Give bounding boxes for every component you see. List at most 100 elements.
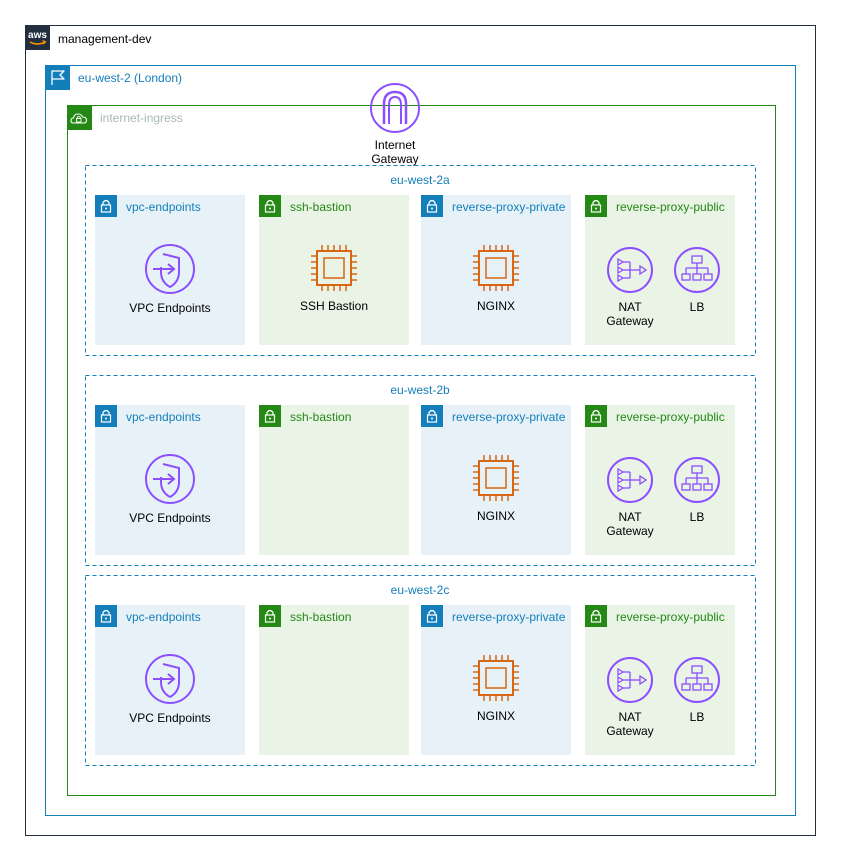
az-border: [85, 375, 756, 566]
padlock-icon: [95, 195, 117, 217]
endpoint-shield: [160, 463, 180, 499]
padlock-icon: [259, 405, 281, 427]
subnet-ssh-bastion: ssh-bastion: [259, 405, 409, 555]
padlock-icon: [421, 605, 443, 627]
endpoint-arrow-head: [167, 673, 176, 685]
padlock-bg: [95, 405, 117, 427]
padlock-bg: [259, 605, 281, 627]
subnet-label: reverse-proxy-public: [616, 610, 725, 624]
vpc-label: internet-ingress: [100, 111, 183, 125]
padlock-bg: [585, 405, 607, 427]
subnet-label: vpc-endpoints: [126, 410, 201, 424]
flag-icon: [45, 65, 70, 90]
subnet-label: ssh-bastion: [290, 410, 351, 424]
padlock-body: [590, 414, 602, 423]
padlock-icon: [421, 405, 443, 427]
padlock-icon: [585, 195, 607, 217]
padlock-body: [264, 614, 276, 623]
padlock-icon: [95, 405, 117, 427]
lb-child-node: [681, 483, 691, 491]
account-group: aws management-dev: [25, 25, 816, 836]
endpoint-ring: [145, 454, 195, 504]
nat-ring: [607, 657, 653, 703]
load-balancer-icon: [674, 657, 720, 703]
padlock-icon: [585, 605, 607, 627]
padlock-keyhole: [431, 417, 433, 420]
endpoint-arrow-head: [167, 473, 176, 485]
padlock-icon: [585, 405, 607, 427]
padlock-keyhole: [269, 207, 271, 210]
nat-gateway-icon: [607, 247, 653, 293]
subnet-background: [585, 405, 735, 555]
subnet-background: [259, 195, 409, 345]
vpc-endpoint-icon: [145, 654, 195, 704]
padlock-bg: [95, 195, 117, 217]
padlock-keyhole: [431, 207, 433, 210]
resource-label: LB: [690, 510, 705, 524]
internet-gateway-icon: [370, 83, 420, 133]
internet-gateway: Internet Gateway: [370, 83, 420, 166]
padlock-body: [590, 614, 602, 623]
resource-label: Gateway: [606, 314, 653, 328]
subnet-background: [585, 605, 735, 755]
nat-ring: [607, 457, 653, 503]
cloud-lock-icon: [67, 105, 92, 130]
subnet-background: [421, 195, 571, 345]
padlock-body: [426, 204, 438, 213]
padlock-keyhole: [595, 207, 597, 210]
resource-label: NGINX: [477, 509, 515, 523]
padlock-shackle: [102, 609, 110, 615]
padlock-body: [100, 614, 112, 623]
account-label: management-dev: [58, 32, 151, 46]
chip-inner: [485, 467, 507, 489]
internet-gateway-label-line1: Internet: [375, 138, 416, 152]
az-label: eu-west-2c: [391, 583, 450, 597]
lb-ring: [674, 457, 720, 503]
endpoint-shield: [160, 663, 180, 699]
lb-child-node: [692, 483, 702, 491]
az-label: eu-west-2b: [390, 383, 450, 397]
subnet-label: reverse-proxy-public: [616, 200, 725, 214]
resource-label: LB: [690, 300, 705, 314]
aws-logo-icon: aws: [25, 25, 50, 50]
endpoint-arrow-head: [167, 263, 176, 275]
subnet-background: [259, 605, 409, 755]
ec2-instance-icon: [473, 455, 519, 501]
padlock-keyhole: [595, 417, 597, 420]
ec2-instance-icon: [473, 245, 519, 291]
resource-label: Gateway: [606, 524, 653, 538]
resource-label: Gateway: [606, 724, 653, 738]
subnet-label: reverse-proxy-private: [452, 610, 566, 624]
padlock-bg: [421, 405, 443, 427]
nat-input-triangle: [617, 257, 625, 267]
az-border: [85, 575, 756, 766]
lb-child-node: [703, 483, 713, 491]
lb-ring: [674, 657, 720, 703]
ec2-instance-icon: [311, 245, 357, 291]
az-label: eu-west-2a: [390, 173, 450, 187]
padlock-icon: [95, 605, 117, 627]
padlock-shackle: [592, 409, 600, 415]
padlock-keyhole: [105, 417, 107, 420]
padlock-body: [590, 204, 602, 213]
padlock-keyhole: [431, 617, 433, 620]
nat-gateway-icon: [607, 457, 653, 503]
padlock-bg: [585, 195, 607, 217]
padlock-icon: [259, 195, 281, 217]
nat-output-triangle: [639, 474, 648, 486]
padlock-bg: [585, 605, 607, 627]
padlock-bg: [259, 195, 281, 217]
nat-output-triangle: [639, 264, 648, 276]
account-border: [25, 25, 816, 836]
resource-label: NGINX: [477, 709, 515, 723]
endpoint-ring: [145, 244, 195, 294]
padlock-bg: [95, 605, 117, 627]
subnet-background: [421, 405, 571, 555]
lb-child-node: [692, 273, 702, 281]
